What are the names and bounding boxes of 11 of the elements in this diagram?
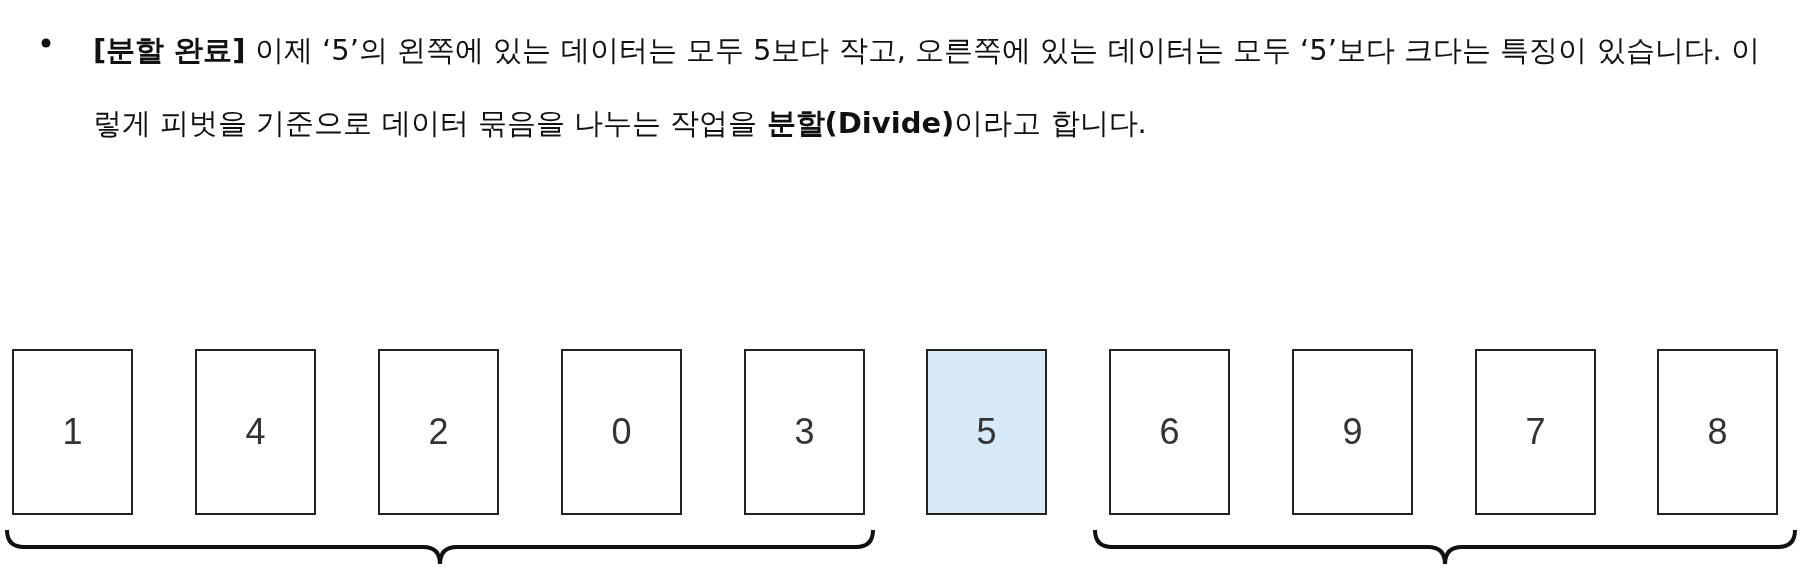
number-box: 8 [1657, 349, 1778, 515]
number-box: 4 [195, 349, 316, 515]
pivot-box: 5 [926, 349, 1047, 515]
number-box: 9 [1292, 349, 1413, 515]
bullet-text: [분할 완료] 이제 ‘5’의 왼쪽에 있는 데이터는 모두 5보다 작고, 오른쪽에 있는 데이터는 모두 ‘5’보다 크다는 특징이 있습니다. 이렇게 피벗을 기준으로 데이터 묶음을 나누는 작업을 분할(Divide)이라고 합니다. [93, 32, 1761, 142]
number-box: 6 [1109, 349, 1230, 515]
number-box: 7 [1475, 349, 1596, 515]
number-box: 3 [744, 349, 865, 515]
number-box: 0 [561, 349, 682, 515]
number-box: 1 [12, 349, 133, 515]
number-box: 2 [378, 349, 499, 515]
